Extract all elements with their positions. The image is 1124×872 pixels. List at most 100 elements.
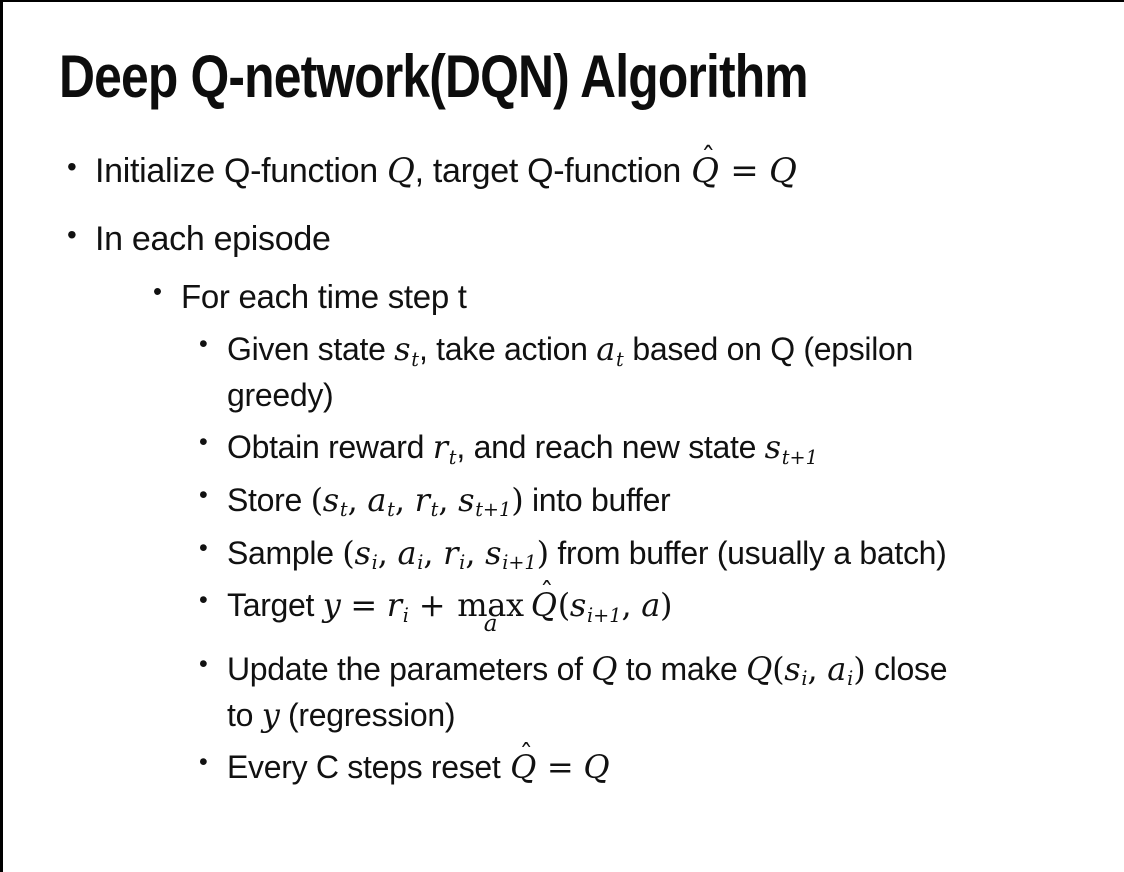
math-operator: , xyxy=(394,481,415,520)
math-base: r xyxy=(432,428,448,467)
math-variable: Q xyxy=(768,151,797,191)
math-variable: y xyxy=(322,586,341,625)
math-base: Q xyxy=(691,151,719,191)
math-base: s xyxy=(322,481,339,520)
math-subscript: i+1 xyxy=(502,551,537,575)
math-variable-subscripted: st xyxy=(394,330,419,370)
text-segment: , and reach new state xyxy=(456,429,765,466)
math-operator: ( xyxy=(310,481,323,520)
text-segment: to make xyxy=(617,651,747,688)
bullet-marker-icon: • xyxy=(153,277,162,306)
math-subscript: t xyxy=(387,498,395,522)
max-label: max xyxy=(457,586,524,625)
math-base: s xyxy=(764,428,781,467)
bullet-marker-icon: • xyxy=(67,219,77,251)
bullet-item: •Initialize Q-function Q, target Q-funct… xyxy=(3,144,1124,195)
math-variable-subscripted: ri xyxy=(443,533,466,575)
math-operator: ) xyxy=(853,650,866,689)
math-variable-subscripted: ai xyxy=(397,533,424,574)
math-base: a xyxy=(397,533,417,572)
math-operator: , xyxy=(347,481,368,520)
math-subscript: t+1 xyxy=(781,445,818,469)
bullet-item: •Store (st, at, rt, st+1) into buffer xyxy=(3,478,1124,524)
math-operator: , xyxy=(465,533,486,572)
math-variable-subscripted: st xyxy=(322,481,348,521)
text-segment: Store xyxy=(227,482,311,519)
text-segment: based on Q (epsilon xyxy=(623,331,914,368)
bullet-item: •Sample (si, ai, ri, si+1) from buffer (… xyxy=(3,531,1124,577)
slide-title: Deep Q-network(DQN) Algorithm xyxy=(59,43,809,110)
math-base: s xyxy=(485,533,502,572)
math-variable: y xyxy=(261,695,280,734)
math-base: r xyxy=(386,586,402,625)
math-operator: , xyxy=(438,481,459,520)
hat-accent: ˆ xyxy=(519,740,533,772)
math-operator: , xyxy=(621,586,642,625)
math-variable-subscripted: si xyxy=(354,533,378,575)
bullet-marker-icon: • xyxy=(199,586,208,615)
text-segment: to xyxy=(227,696,262,733)
math-base: s xyxy=(458,481,475,520)
math-variable: Q xyxy=(386,151,415,191)
bullet-list: •Initialize Q-function Q, target Q-funct… xyxy=(3,144,1124,791)
bullet-text: Obtain reward rt, and reach new state st… xyxy=(227,425,1124,471)
text-segment: close xyxy=(865,651,948,688)
math-base: s xyxy=(354,533,371,572)
bullet-text: For each time step t xyxy=(181,274,1124,321)
text-segment: Every C steps reset xyxy=(227,749,510,786)
text-segment: For each time step t xyxy=(181,277,467,315)
text-segment: into buffer xyxy=(523,482,671,519)
math-variable: Q xyxy=(583,748,610,787)
hat-accent: ˆ xyxy=(540,578,554,610)
math-base: a xyxy=(827,650,847,689)
max-underscript: a xyxy=(483,610,498,637)
math-variable-subscripted: si xyxy=(784,650,807,690)
math-variable-subscripted: at xyxy=(367,481,395,522)
bullet-marker-icon: • xyxy=(199,330,208,359)
bullet-marker-icon: • xyxy=(67,151,77,182)
math-operator: ( xyxy=(342,533,355,572)
math-base: r xyxy=(414,481,430,520)
math-operator: , xyxy=(377,533,398,572)
math-variable-subscripted: at xyxy=(596,330,624,371)
math-variable-subscripted: ri xyxy=(386,586,409,626)
math-base: Q xyxy=(530,586,557,625)
bullet-marker-icon: • xyxy=(199,748,208,777)
bullet-text: Initialize Q-function Q, target Q-functi… xyxy=(95,144,1124,195)
bullet-item: • In each episode xyxy=(3,215,1124,263)
math-subscript: i+1 xyxy=(587,603,622,627)
math-subscript: i xyxy=(371,551,378,575)
math-variable: Q xyxy=(591,650,618,689)
math-base: a xyxy=(367,481,387,520)
math-subscript: i xyxy=(459,551,466,575)
math-operator: , xyxy=(423,533,444,572)
text-segment: Sample xyxy=(227,534,343,571)
math-operator: , xyxy=(807,650,828,689)
text-segment: Initialize Q-function xyxy=(95,152,387,190)
text-segment: , target Q-function xyxy=(414,152,691,190)
math-operator: ( xyxy=(557,586,570,625)
math-operator: + xyxy=(408,586,456,625)
math-base: r xyxy=(443,533,459,572)
bullet-marker-icon: • xyxy=(199,650,208,679)
math-variable-subscripted: st+1 xyxy=(458,481,512,522)
math-variable-subscripted: si+1 xyxy=(485,533,537,575)
math-subscript: t+1 xyxy=(475,498,512,522)
math-operator: ) xyxy=(511,481,524,520)
math-operator: ( xyxy=(772,650,785,689)
bullet-text: Update the parameters of Q to make Q(si,… xyxy=(227,647,1124,738)
math-base: s xyxy=(569,586,587,625)
bullet-text: In each episode xyxy=(95,215,1124,263)
math-subscript: t xyxy=(616,347,624,371)
math-operator: = xyxy=(719,151,769,191)
bullet-marker-icon: • xyxy=(199,481,208,510)
text-segment: Obtain reward xyxy=(227,429,433,466)
math-subscript: i xyxy=(847,667,854,691)
